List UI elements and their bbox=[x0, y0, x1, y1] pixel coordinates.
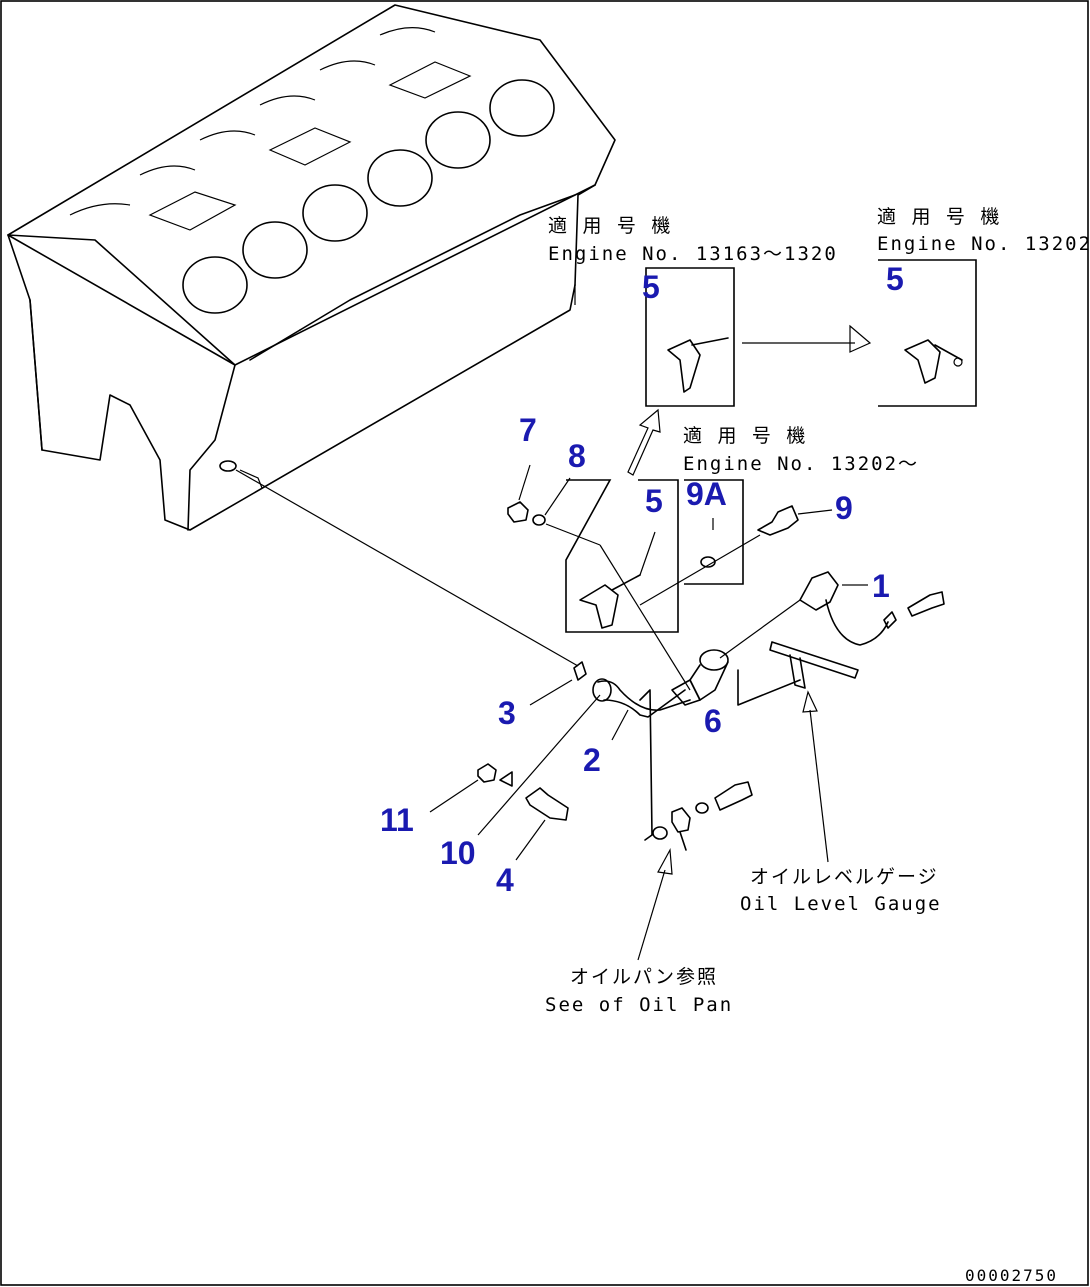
engine-block bbox=[7, 4, 616, 531]
note-applicable-jp-early: 適 用 号 機 bbox=[548, 215, 672, 237]
part-7-nut bbox=[507, 501, 529, 523]
note-engine-no-early: Engine No. 13163～1320 bbox=[548, 243, 838, 265]
part-label-3: 3 bbox=[498, 695, 516, 731]
arrow-to-inset-early bbox=[627, 408, 661, 476]
leader-block-to-3 bbox=[235, 469, 579, 667]
part-9-bolt bbox=[757, 505, 799, 536]
leader-oil-pan bbox=[637, 869, 666, 961]
drawing-code: 00002750 bbox=[965, 1266, 1058, 1285]
note-oil-pan-jp: オイルパン参照 bbox=[570, 966, 718, 988]
inset-box-mid bbox=[565, 479, 679, 633]
part-label-9: 9 bbox=[835, 490, 853, 526]
inset-box-early bbox=[574, 267, 735, 407]
part-10-washer bbox=[499, 771, 513, 787]
part-label-5-early: 5 bbox=[642, 269, 660, 305]
oil-pan-hardware bbox=[652, 781, 753, 851]
oil-port-hole bbox=[219, 460, 237, 472]
leader-oil-level-gauge bbox=[809, 709, 829, 863]
part-label-6: 6 bbox=[704, 703, 722, 739]
gauge-guide-pipe bbox=[737, 641, 859, 706]
part-label-5-late: 5 bbox=[886, 261, 904, 297]
part-label-9a: 9A bbox=[686, 476, 727, 512]
part-11-nut bbox=[477, 763, 497, 783]
part-2-tube bbox=[592, 678, 691, 841]
part-label-11: 11 bbox=[380, 802, 414, 838]
note-oil-pan-en: See of Oil Pan bbox=[545, 994, 733, 1016]
part-label-1: 1 bbox=[872, 568, 890, 604]
note-engine-no-late: Engine No. 13202～ bbox=[877, 233, 1090, 255]
note-applicable-jp-late: 適 用 号 機 bbox=[877, 206, 1001, 228]
part-label-7: 7 bbox=[519, 412, 537, 448]
part-4-bolt bbox=[525, 787, 569, 821]
inset-box-9a bbox=[684, 479, 744, 585]
part-label-10: 10 bbox=[440, 835, 476, 871]
part-1-level-gauge bbox=[799, 571, 945, 646]
part-label-5-mid: 5 bbox=[645, 483, 663, 519]
part-label-2: 2 bbox=[583, 742, 601, 778]
note-applicable-jp-mid: 適 用 号 機 bbox=[683, 425, 807, 447]
note-engine-no-mid: Engine No. 13202～ bbox=[683, 453, 919, 475]
part-label-4: 4 bbox=[496, 862, 514, 898]
part-6-fitting bbox=[671, 649, 729, 706]
part-label-8: 8 bbox=[568, 438, 586, 474]
part-3-oring bbox=[573, 661, 587, 681]
note-oil-level-gauge-en: Oil Level Gauge bbox=[740, 893, 942, 915]
part-8-washer bbox=[532, 514, 546, 526]
inset-box-late bbox=[878, 259, 977, 407]
note-oil-level-gauge-jp: オイルレベルゲージ bbox=[750, 866, 939, 888]
part-9a-washer bbox=[700, 556, 716, 568]
